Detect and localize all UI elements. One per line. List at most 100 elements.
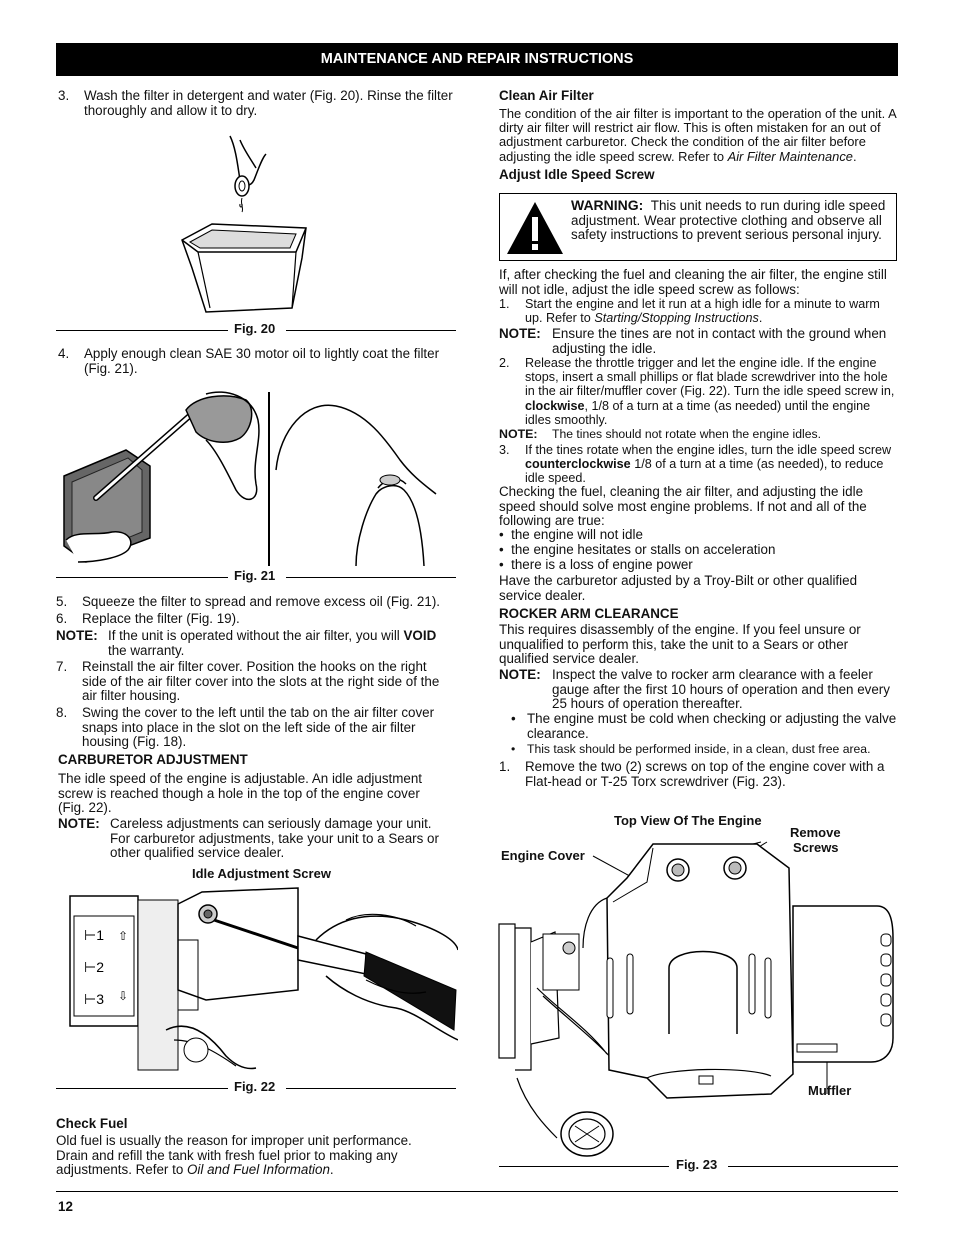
note-void-warranty: If the unit is operated without the air …	[108, 628, 458, 658]
step-number: 2.	[499, 356, 510, 370]
note-void: VOID	[403, 628, 437, 643]
top-view-label: Top View Of The Engine	[614, 813, 762, 828]
svg-text:⊢2: ⊢2	[84, 959, 104, 975]
step-6-text: Replace the filter (Fig. 19).	[82, 611, 240, 626]
adjust-idle-heading: Adjust Idle Speed Screw	[499, 167, 655, 182]
clean-ref: Air Filter Maintenance	[727, 148, 853, 164]
note-label: NOTE:	[58, 816, 100, 831]
warning-text: WARNING: This unit needs to run during i…	[571, 198, 889, 243]
fig-22-rule-left	[56, 1088, 228, 1089]
note-label: NOTE:	[499, 427, 538, 441]
fig-21-rule-left	[56, 577, 228, 578]
section-title: MAINTENANCE AND REPAIR INSTRUCTIONS	[320, 51, 634, 68]
fig-21-rule-right	[286, 577, 456, 578]
note-carburetor: Careless adjustments can seriously damag…	[110, 816, 439, 861]
warning-body: This unit needs to run during idle speed…	[571, 198, 886, 243]
bullet-text: the engine hesitates or stalls on accele…	[511, 541, 776, 557]
bullet-item: •This task should be performed inside, i…	[511, 742, 871, 757]
have-adjusted-text: Have the carburetor adjusted by a Troy-B…	[499, 573, 858, 603]
note-text-end: the warranty.	[108, 642, 185, 658]
note-tines-ground: Ensure the tines are not in contact with…	[552, 326, 887, 356]
rocker-arm-heading: ROCKER ARM CLEARANCE	[499, 606, 679, 621]
check-fuel-ref: Oil and Fuel Information	[187, 1162, 330, 1178]
step-5-text: Squeeze the filter to spread and remove …	[82, 594, 441, 609]
engine-cover-label: Engine Cover	[501, 848, 585, 863]
fig-20-rule-right	[286, 330, 456, 331]
step-number: 1.	[499, 759, 511, 774]
muffler-label: Muffler	[808, 1083, 852, 1098]
idle-step-3-counterclockwise: counterclockwise	[525, 457, 631, 472]
step-number: 8.	[56, 705, 68, 720]
step-number: 3.	[58, 88, 70, 103]
step-7-text: Reinstall the air filter cover. Position…	[82, 659, 440, 704]
step-4-text: Apply enough clean SAE 30 motor oil to l…	[84, 346, 440, 376]
idle-intro: If, after checking the fuel and cleaning…	[499, 267, 887, 297]
bullet-text: the engine will not idle	[511, 527, 643, 542]
step-number: 4.	[58, 346, 70, 361]
idle-step-1-c: .	[758, 311, 763, 326]
figure-20-wash-filter	[170, 128, 320, 320]
step-number: 7.	[56, 659, 68, 674]
carburetor-text: The idle speed of the engine is adjustab…	[58, 771, 423, 816]
screws-label: Screws	[793, 840, 839, 855]
svg-text:⊢3: ⊢3	[84, 991, 104, 1007]
warning-label: WARNING:	[571, 197, 644, 213]
footer-rule	[56, 1191, 898, 1192]
bullet-item: • the engine will not idle	[499, 527, 643, 542]
rocker-step-1: Remove the two (2) screws on top of the …	[525, 759, 885, 789]
warning-box: WARNING: This unit needs to run during i…	[499, 193, 897, 261]
carburetor-heading: CARBURETOR ADJUSTMENT	[58, 752, 248, 767]
bullet-text: The engine must be cold when checking or…	[527, 711, 897, 741]
checking-text: Checking the fuel, cleaning the air filt…	[499, 484, 867, 529]
step-number: 3.	[499, 443, 510, 457]
check-fuel-text-a: Old fuel is usually the reason for impro…	[56, 1133, 412, 1178]
clean-air-filter-text: The condition of the air filter is impor…	[499, 106, 899, 164]
step-3-text: Wash the filter in detergent and water (…	[84, 88, 453, 118]
clean-text-a: The condition of the air filter is impor…	[499, 106, 896, 164]
rocker-sub-bullets: •The engine must be cold when checking o…	[511, 711, 897, 757]
note-label: NOTE:	[499, 326, 541, 341]
warning-triangle-icon	[507, 202, 563, 254]
idle-step-3: If the tines rotate when the engine idle…	[525, 443, 897, 486]
idle-step-1: Start the engine and let it run at a hig…	[525, 297, 895, 326]
remove-label: Remove	[790, 825, 841, 840]
note-feeler-gauge: Inspect the valve to rocker arm clearanc…	[552, 667, 890, 712]
clean-text-c: .	[852, 148, 857, 164]
conditions-list: • the engine will not idle • the engine …	[499, 527, 897, 573]
clean-air-filter-heading: Clean Air Filter	[499, 88, 594, 103]
bullet-item: • the engine hesitates or stalls on acce…	[499, 541, 776, 557]
figure-23-engine-top-view	[497, 838, 897, 1160]
fig-20-rule-left	[56, 330, 228, 331]
page-number: 12	[58, 1199, 73, 1214]
step-8-text: Swing the cover to the left until the ta…	[82, 705, 435, 750]
note-label: NOTE:	[499, 667, 541, 682]
bullet-text: there is a loss of engine power	[511, 556, 693, 572]
step-number: 1.	[499, 297, 510, 311]
check-fuel-text-c: .	[329, 1162, 334, 1178]
fig-22-caption: Fig. 22	[234, 1079, 276, 1094]
bullet-text: This task should be performed inside, in…	[527, 742, 871, 757]
note-label: NOTE:	[56, 628, 98, 643]
section-banner: MAINTENANCE AND REPAIR INSTRUCTIONS	[56, 43, 898, 76]
fig-23-rule-left	[499, 1166, 669, 1167]
bullet-item: •The engine must be cold when checking o…	[511, 711, 897, 741]
idle-step-3-c: 1/8 of a turn at a time (as needed), to …	[525, 457, 884, 486]
svg-text:⇩: ⇩	[118, 989, 128, 1003]
step-number: 6.	[56, 611, 68, 626]
note-tines-rotate: The tines should not rotate when the eng…	[552, 427, 821, 441]
fig-21-caption: Fig. 21	[234, 568, 276, 583]
idle-step-3-a: If the tines rotate when the engine idle…	[525, 443, 892, 457]
bullet-item: • there is a loss of engine power	[499, 556, 693, 572]
check-fuel-heading: Check Fuel	[56, 1116, 128, 1131]
check-fuel-text: Old fuel is usually the reason for impro…	[56, 1133, 444, 1178]
step-number: 5.	[56, 594, 68, 609]
idle-step-1-ref: Starting/Stopping Instructions	[594, 311, 759, 326]
idle-step-2-c: , 1/8 of a turn at a time (as needed) un…	[525, 398, 871, 427]
fig-22-rule-right	[286, 1088, 456, 1089]
figure-21-oil-filter	[56, 390, 456, 568]
idle-step-1-a: Start the engine and let it run at a hig…	[525, 297, 880, 326]
idle-step-2-clockwise: clockwise	[525, 398, 585, 413]
rocker-arm-text: This requires disassembly of the engine.…	[499, 622, 861, 667]
svg-text:⊢1: ⊢1	[84, 927, 104, 943]
fig-20-caption: Fig. 20	[234, 321, 276, 336]
